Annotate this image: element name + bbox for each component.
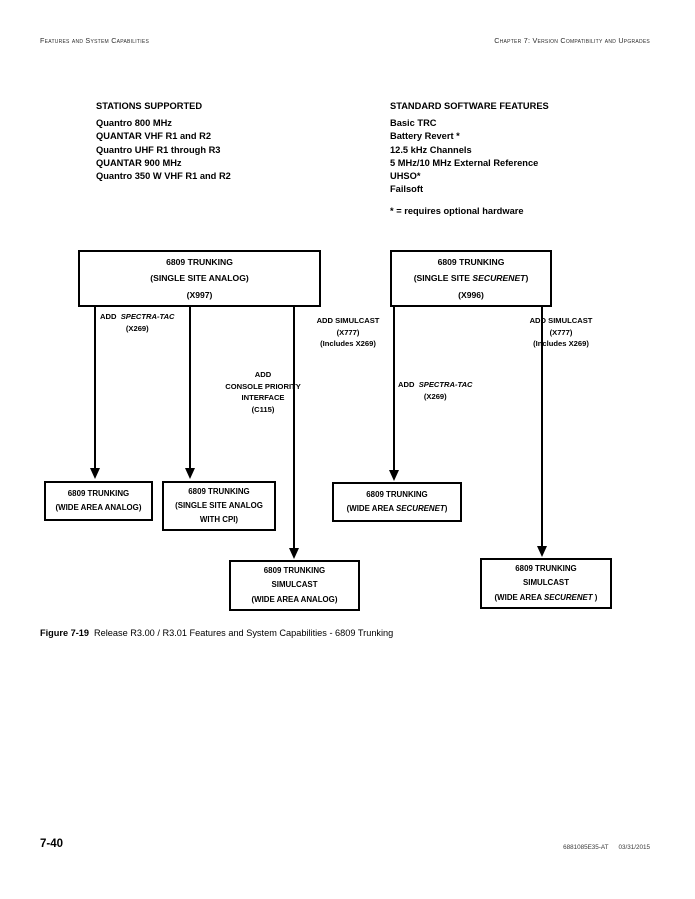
edge-label-line: ADD SPECTRA-TAC xyxy=(398,380,473,389)
software-feature-item: Failsoft xyxy=(390,184,424,195)
node-line: WITH CPI) xyxy=(199,515,239,525)
stations-supported-item: Quantro UHF R1 through R3 xyxy=(96,144,221,155)
node-line: 6809 TRUNKING xyxy=(67,488,130,498)
node-simulcast-wide-area-analog: 6809 TRUNKING SIMULCAST (WIDE AREA ANALO… xyxy=(229,560,360,611)
edge-label-line: (X269) xyxy=(423,391,447,401)
node-line: 6809 TRUNKING xyxy=(366,489,428,499)
figure-caption: Figure 7-19 Release R3.00 / R3.01 Feature… xyxy=(40,628,393,638)
edge-line xyxy=(293,307,296,548)
software-feature-item: Battery Revert * xyxy=(390,131,460,142)
node-simulcast-wide-area-securenet: 6809 TRUNKING SIMULCAST (WIDE AREA SECUR… xyxy=(480,558,612,609)
standard-software-features-block: STANDARD SOFTWARE FEATURES Basic TRC Bat… xyxy=(390,100,549,219)
node-line: (WIDE AREA ANALOG) xyxy=(251,594,338,604)
node-line: (SINGLE SITE ANALOG) xyxy=(150,273,249,284)
node-line: 6809 TRUNKING xyxy=(263,566,326,576)
software-feature-item: 12.5 kHz Channels xyxy=(390,144,472,155)
standard-software-features-heading: STANDARD SOFTWARE FEATURES xyxy=(390,101,549,111)
node-line: 6809 TRUNKING xyxy=(188,486,250,496)
stations-supported-block: STATIONS SUPPORTED Quantro 800 MHz QUANT… xyxy=(96,100,231,183)
page-number: 7-40 xyxy=(40,838,64,850)
edge-label-line: INTERFACE xyxy=(241,393,285,403)
edge-label-console-priority-interface: ADD CONSOLE PRIORITY INTERFACE (C115) xyxy=(198,369,328,415)
software-feature-item: Basic TRC xyxy=(390,118,437,129)
node-line: (X996) xyxy=(458,289,484,300)
node-line: (WIDE AREA ANALOG) xyxy=(55,503,142,512)
edge-label-analog-simulcast: ADD SIMULCAST (X777) (Includes X269) xyxy=(299,315,397,350)
node-single-site-analog-with-cpi: 6809 TRUNKING (SINGLE SITE ANALOG WITH C… xyxy=(162,481,276,531)
edge-label-line: (Includes X269) xyxy=(533,339,589,349)
edge-line xyxy=(541,307,544,546)
running-head-left: Features and System Capabilities xyxy=(40,36,150,45)
edge-label-analog-spectra-tac: ADD SPECTRA-TAC (X269) xyxy=(100,311,175,334)
node-line: (WIDE AREA SECURENET) xyxy=(346,504,448,513)
edge-line xyxy=(393,307,396,470)
node-line: (WIDE AREA SECURENET ) xyxy=(494,592,598,602)
figure-number: Figure 7-19 xyxy=(40,628,90,638)
arrowhead-icon xyxy=(388,470,399,481)
node-line: (X997) xyxy=(186,289,213,300)
document-id-footer: 6881085E35-AT 03/31/2015 xyxy=(563,844,650,851)
edge-label-securenet-spectra-tac: ADD SPECTRA-TAC (X269) xyxy=(398,379,473,402)
edge-label-line: CONSOLE PRIORITY xyxy=(225,381,301,391)
edge-label-line: (X269) xyxy=(125,323,149,333)
node-line: 6809 TRUNKING xyxy=(437,256,505,267)
stations-supported-item: Quantro 800 MHz xyxy=(96,118,172,129)
edge-label-line: (X777) xyxy=(336,327,360,337)
node-single-site-analog: 6809 TRUNKING (SINGLE SITE ANALOG) (X997… xyxy=(78,250,321,307)
edge-line xyxy=(94,307,97,468)
edge-label-line: (Includes X269) xyxy=(320,339,376,349)
edge-label-securenet-simulcast: ADD SIMULCAST (X777) (Includes X269) xyxy=(510,315,612,350)
arrowhead-icon xyxy=(184,468,195,479)
stations-supported-item: Quantro 350 W VHF R1 and R2 xyxy=(96,171,231,182)
node-line: SIMULCAST xyxy=(522,578,570,588)
edge-label-line: (X777) xyxy=(549,327,573,337)
arrowhead-icon xyxy=(89,468,100,479)
node-line: 6809 TRUNKING xyxy=(166,256,233,267)
node-line: (SINGLE SITE ANALOG xyxy=(175,500,263,510)
running-head-right: Chapter 7: Version Compatibility and Upg… xyxy=(494,36,650,45)
node-wide-area-securenet: 6809 TRUNKING (WIDE AREA SECURENET) xyxy=(332,482,462,522)
edge-line xyxy=(189,307,192,468)
edge-label-line: ADD SIMULCAST xyxy=(316,316,380,325)
node-line: 6809 TRUNKING xyxy=(515,564,577,574)
software-feature-item: 5 MHz/10 MHz External Reference xyxy=(390,157,539,168)
doc-date: 03/31/2015 xyxy=(618,844,650,851)
edge-label-line: (C115) xyxy=(251,404,275,414)
edge-label-line: ADD xyxy=(254,370,272,379)
doc-id: 6881085E35-AT xyxy=(563,844,609,851)
node-single-site-securenet: 6809 TRUNKING (SINGLE SITE SECURENET) (X… xyxy=(390,250,552,307)
node-line: SIMULCAST xyxy=(271,580,318,590)
node-line: (SINGLE SITE SECURENET) xyxy=(413,273,529,284)
arrowhead-icon xyxy=(536,546,547,557)
stations-supported-item: QUANTAR VHF R1 and R2 xyxy=(96,131,212,142)
optional-hardware-footnote: * = requires optional hardware xyxy=(390,206,524,217)
arrowhead-icon xyxy=(288,548,299,559)
stations-supported-heading: STATIONS SUPPORTED xyxy=(96,101,203,111)
figure-caption-text: Release R3.00 / R3.01 Features and Syste… xyxy=(94,628,394,638)
node-wide-area-analog: 6809 TRUNKING (WIDE AREA ANALOG) xyxy=(44,481,153,521)
edge-label-line: ADD SIMULCAST xyxy=(529,316,593,325)
software-feature-item: UHSO* xyxy=(390,171,421,182)
stations-supported-item: QUANTAR 900 MHz xyxy=(96,157,182,168)
edge-label-line: ADD SPECTRA-TAC xyxy=(100,312,175,321)
